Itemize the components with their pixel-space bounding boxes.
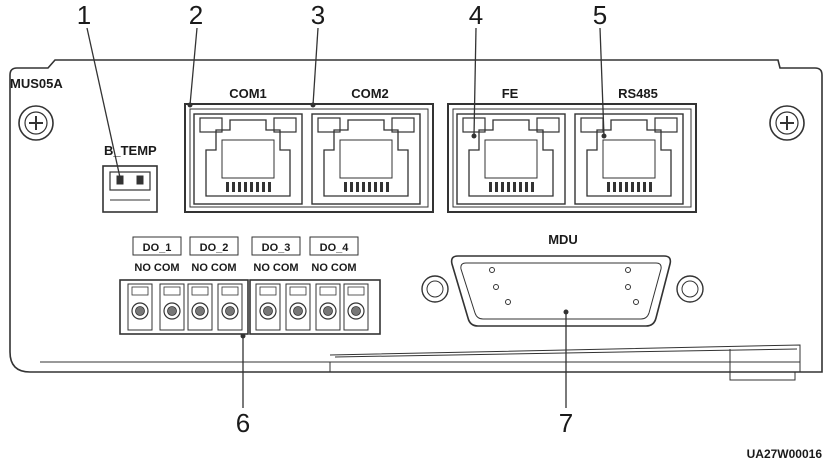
do2-pins: NO COM xyxy=(191,262,236,274)
figure-code: UA27W00016 xyxy=(747,447,823,461)
fe-label: FE xyxy=(502,86,519,101)
mdu-db9-connector xyxy=(421,255,704,327)
callout-lines xyxy=(86,27,605,408)
fe-jack xyxy=(456,113,566,205)
do-label-boxes xyxy=(132,236,359,256)
com2-jack xyxy=(311,113,421,205)
panel-outline xyxy=(9,59,823,381)
rj45-group-com xyxy=(184,103,434,213)
terminal-screw xyxy=(127,283,153,331)
terminal-screw xyxy=(159,283,185,331)
mdu-label: MDU xyxy=(548,232,578,247)
b-temp-label: B_TEMP xyxy=(104,143,157,158)
rs485-label: RS485 xyxy=(618,86,658,101)
com1-jack xyxy=(193,113,303,205)
right-screw xyxy=(769,105,805,141)
callout-3: 3 xyxy=(311,0,325,30)
callout-dots xyxy=(118,102,607,339)
do4-label: DO_4 xyxy=(320,242,350,254)
callout-5: 5 xyxy=(593,0,607,30)
terminal-screw xyxy=(315,283,341,331)
terminal-screw xyxy=(255,283,281,331)
model-label: MUS05A xyxy=(10,76,63,91)
callout-2: 2 xyxy=(189,0,203,30)
callout-4: 4 xyxy=(469,0,483,30)
do3-label: DO_3 xyxy=(262,242,291,254)
rj45-jacks xyxy=(193,113,684,205)
com2-label: COM2 xyxy=(351,86,389,101)
terminal-screw xyxy=(187,283,213,331)
rj45-group-fe-rs485 xyxy=(447,103,697,213)
terminal-screw xyxy=(285,283,311,331)
callout-6: 6 xyxy=(236,408,250,438)
left-screw xyxy=(18,105,54,141)
terminal-screws xyxy=(127,283,369,331)
rs485-jack xyxy=(574,113,684,205)
terminal-screw xyxy=(217,283,243,331)
b-temp-connector xyxy=(102,165,158,213)
do1-label: DO_1 xyxy=(143,242,172,254)
callout-1: 1 xyxy=(77,0,91,30)
terminal-screw xyxy=(343,283,369,331)
do4-pins: NO COM xyxy=(311,262,356,274)
com1-label: COM1 xyxy=(229,86,267,101)
callout-7: 7 xyxy=(559,408,573,438)
do2-label: DO_2 xyxy=(200,242,229,254)
do3-pins: NO COM xyxy=(253,262,298,274)
do1-pins: NO COM xyxy=(134,262,179,274)
dry-contact-terminal-block xyxy=(119,279,381,335)
